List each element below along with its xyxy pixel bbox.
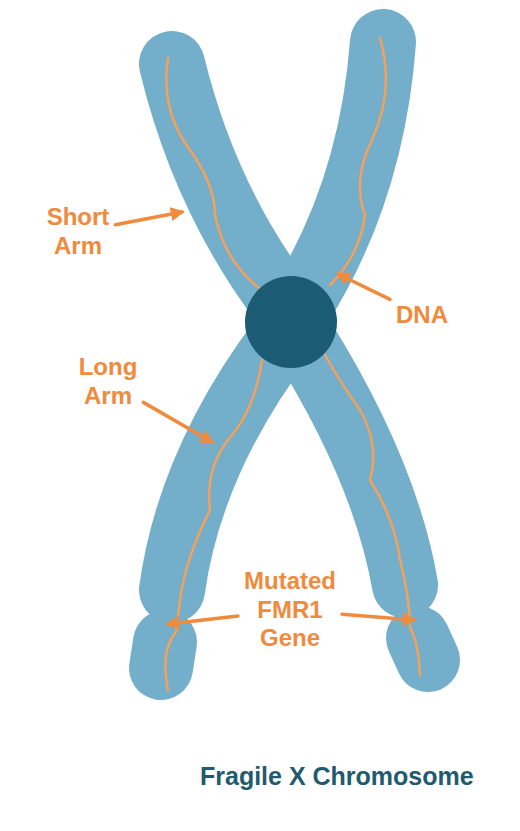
- lower-left-arm: [172, 335, 285, 590]
- leader-arrow: [168, 616, 238, 624]
- upper-left-arm: [172, 64, 285, 305]
- chromatids: [161, 42, 428, 668]
- caption: Fragile X Chromosome: [200, 762, 474, 791]
- leader-arrow: [342, 614, 414, 620]
- leader-arrow: [143, 402, 212, 442]
- part-label: DNA: [396, 301, 448, 330]
- part-label: Short Arm: [47, 203, 110, 261]
- dna-strand: [165, 360, 262, 690]
- leader-arrow: [115, 212, 182, 225]
- dna-strand: [322, 350, 420, 675]
- dna-strand: [166, 58, 268, 295]
- upper-right-arm: [300, 42, 383, 305]
- part-label: Mutated FMR1 Gene: [244, 567, 336, 653]
- dna-strand: [330, 38, 386, 285]
- leader-arrow: [338, 274, 390, 299]
- lower-right-arm: [300, 335, 405, 585]
- dna-strands: [165, 38, 420, 690]
- part-label: Long Arm: [79, 353, 138, 411]
- centromere: [245, 276, 337, 368]
